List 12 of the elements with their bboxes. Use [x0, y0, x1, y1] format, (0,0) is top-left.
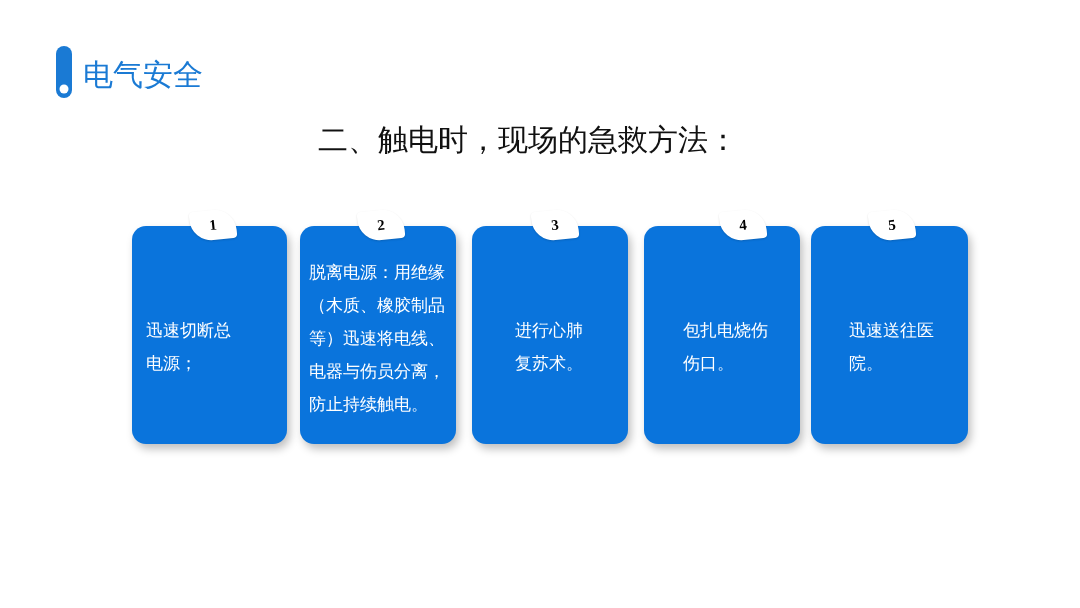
page-title: 二、触电时，现场的急救方法：: [318, 121, 738, 159]
step-number: 4: [738, 217, 748, 233]
step-number: 2: [376, 217, 386, 233]
step-text: 进行心肺复苏术。: [515, 319, 584, 375]
step-number: 1: [208, 217, 218, 233]
step-text: 迅速切断总电源；: [146, 319, 232, 375]
step-number: 3: [550, 217, 560, 233]
section-heading: 电气安全: [83, 57, 203, 93]
step-number: 5: [887, 217, 897, 233]
step-text: 包扎电烧伤伤口。: [683, 319, 769, 375]
step-text: 迅速送往医院。: [849, 319, 935, 375]
step-text: 脱离电源：用绝缘（木质、橡胶制品等）迅速将电线、电器与伤员分离，防止持续触电。: [309, 261, 446, 416]
